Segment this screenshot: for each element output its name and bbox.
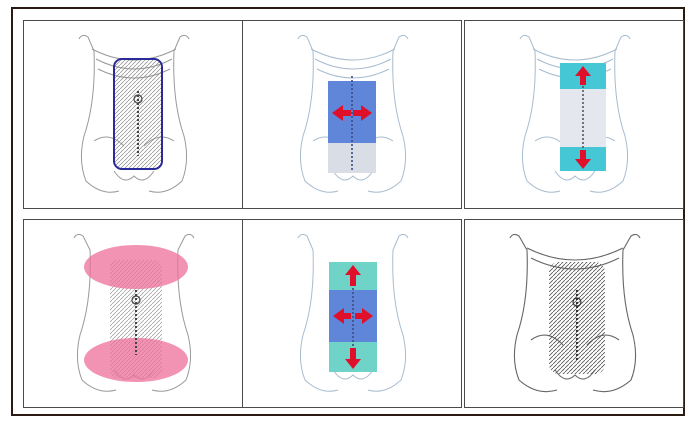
figure-frame — [11, 7, 685, 416]
torso-diagram-1 — [24, 21, 243, 209]
panel-longitudinal-expansion — [464, 20, 684, 209]
panel-mesh-outline — [23, 20, 243, 209]
panel-final-mesh — [464, 219, 684, 408]
panel-upper-lower-zones — [23, 219, 243, 408]
panel-combined-expansion — [242, 219, 462, 408]
torso-diagram-2 — [243, 21, 462, 209]
torso-diagram-6 — [465, 220, 684, 408]
panel-lateral-expansion — [242, 20, 462, 209]
lower-zone — [84, 338, 188, 382]
torso-diagram-5 — [243, 220, 462, 408]
upper-zone — [84, 245, 188, 289]
torso-diagram-4 — [24, 220, 243, 408]
torso-diagram-3 — [465, 21, 684, 209]
